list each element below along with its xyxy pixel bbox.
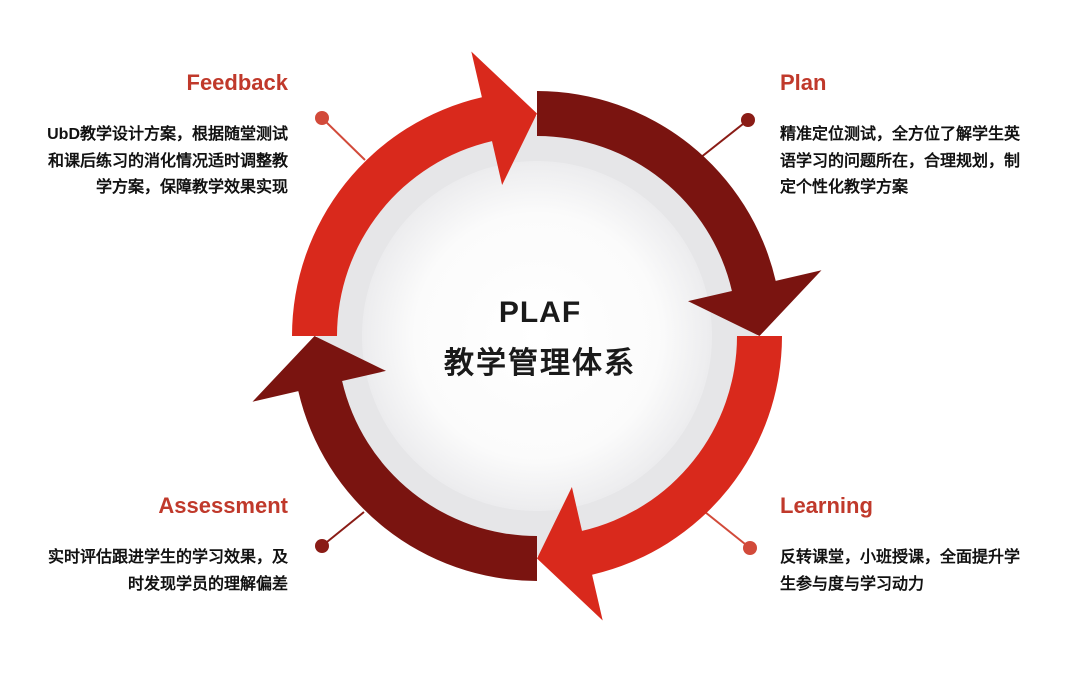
feedback-description: UbD教学设计方案，根据随堂测试和课后练习的消化情况适时调整教学方案，保障教学效… (47, 126, 288, 196)
plan-title: Plan (780, 70, 827, 95)
cycle-arrows (252, 51, 822, 621)
center-title-line1: PLAF (498, 296, 582, 329)
inner-disc (362, 161, 712, 511)
center-title-line2: 教学管理体系 (444, 347, 636, 380)
assessment-arrow (252, 336, 537, 581)
feedback-connector (315, 111, 366, 161)
assessment-description: 实时评估跟进学生的学习效果，及时发现学员的理解偏差 (47, 549, 288, 593)
plan-connector (699, 113, 755, 159)
feedback-arrow (292, 51, 537, 336)
assessment-title: Assessment (158, 493, 288, 518)
plan-arrow (537, 91, 822, 336)
assessment-connector (315, 511, 365, 553)
feedback-title: Feedback (186, 70, 289, 95)
learning-description: 反转课堂，小班授课，全面提升学生参与度与学习动力 (780, 549, 1021, 593)
learning-connector (704, 511, 757, 555)
plan-description: 精准定位测试，全方位了解学生英语学习的问题所在，合理规划，制定个性化教学方案 (780, 126, 1021, 196)
learning-arrow (537, 336, 782, 621)
learning-title: Learning (780, 493, 873, 518)
